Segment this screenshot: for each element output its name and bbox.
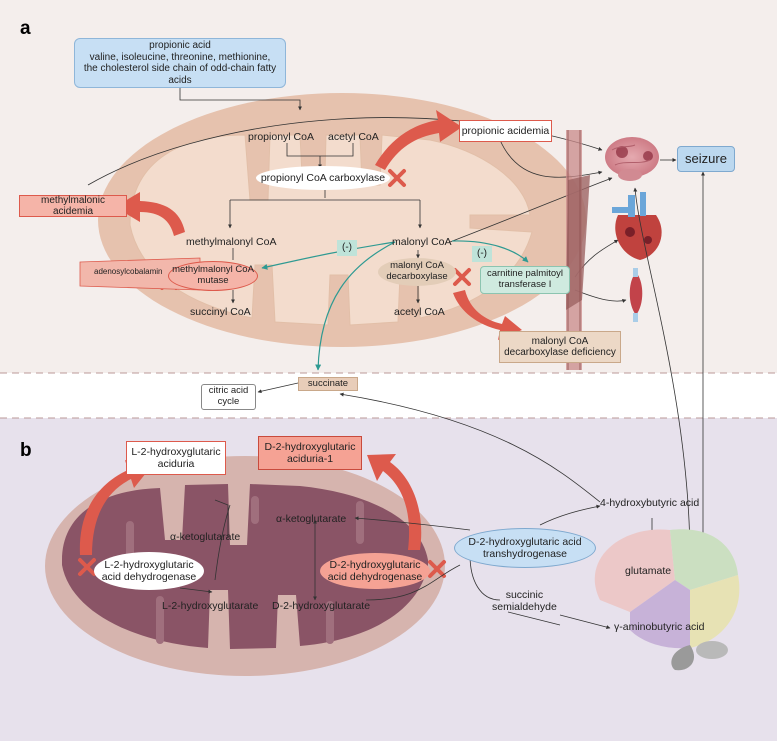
l2hga-box: L-2-hydroxyglutaric aciduria — [126, 441, 226, 475]
d2hg-dehydrogenase-enzyme: D-2-hydroxyglutaric acid dehydrogenase — [320, 553, 430, 589]
gaba-label: γ-aminobutyric acid — [614, 621, 705, 633]
brain-lobes-icon — [594, 529, 740, 671]
malonyl-coa-decarboxylase-enzyme: malonyl CoA decarboxylase — [378, 258, 456, 286]
d2hg-transhydrogenase-enzyme: D-2-hydroxyglutaric acid transhydrogenas… — [454, 528, 596, 568]
cac-line-1: citric acid — [208, 385, 249, 397]
acetyl-coa-top-label: acetyl CoA — [328, 131, 379, 143]
d2hga-line-2: aciduria-1 — [286, 453, 334, 465]
d2hga-box: D-2-hydroxyglutaric aciduria-1 — [258, 436, 362, 470]
l2hga-line-1: L-2-hydroxyglutaric — [131, 445, 221, 458]
mcd-def-line-1: malonyl CoA — [531, 335, 589, 347]
propionyl-coa-carboxylase-enzyme: propionyl CoA carboxylase — [256, 166, 390, 190]
propionyl-coa-label: propionyl CoA — [248, 131, 314, 143]
glutamate-label: glutamate — [625, 565, 672, 577]
l2hg-dehydrogenase-enzyme: L-2-hydroxyglutaric acid dehydrogenase — [94, 552, 204, 590]
methylmalonic-acidemia-box: methylmalonic acidemia — [19, 195, 127, 217]
d2hg-label: D-2-hydroxyglutarate — [272, 600, 371, 612]
l2hg-dh-line-1: L-2-hydroxyglutaric — [104, 558, 194, 571]
adenosylcobalamin-label: adenosylcobalamin — [94, 267, 163, 276]
blood-vessel-icon — [566, 130, 590, 370]
muscle-icon — [629, 268, 643, 322]
source-line-2: the cholesterol side chain of odd-chain … — [83, 63, 277, 86]
source-title: propionic acid — [149, 40, 211, 51]
disease-arrows-a — [115, 110, 522, 340]
malonyl-coa-label: malonyl CoA — [392, 236, 452, 248]
succinate-box: succinate — [298, 377, 358, 391]
mutase-line-2: mutase — [197, 275, 229, 286]
mitochondrion-b — [45, 456, 445, 676]
d2hga-line-1: D-2-hydroxyglutaric — [264, 440, 356, 453]
heart-icon — [612, 192, 662, 260]
inhibition-badge-left: (-) — [337, 240, 357, 256]
seizure-box: seizure — [677, 146, 735, 172]
mcd-line-2: decarboxylase — [386, 271, 448, 282]
mcd-line-1: malonyl CoA — [390, 260, 444, 272]
l2hga-line-2: aciduria — [157, 458, 195, 470]
hydroxybutyric-acid-label: 4-hydroxybutyric acid — [600, 497, 700, 509]
l2hg-dh-line-2: acid dehydrogenase — [101, 571, 197, 583]
cac-line-2: cycle — [217, 396, 240, 407]
acetyl-coa-bottom-label: acetyl CoA — [394, 306, 445, 318]
cpt1-line-2: transferase I — [498, 279, 552, 290]
transhydrogenase-line-1: D-2-hydroxyglutaric acid — [468, 535, 582, 548]
methylmalonyl-coa-mutase-enzyme: methylmalonyl CoA mutase — [168, 261, 258, 291]
succinyl-coa-label: succinyl CoA — [190, 306, 251, 318]
methylmalonyl-coa-label: methylmalonyl CoA — [186, 236, 277, 248]
ssa-line-1: succinic — [505, 589, 544, 601]
cpt1-line-1: carnitine palmitoyl — [486, 268, 564, 280]
akg-left-label: α-ketoglutarate — [170, 531, 241, 543]
mcd-deficiency-box: malonyl CoA decarboxylase deficiency — [499, 331, 621, 363]
ssa-label: succinic semialdehyde — [492, 589, 557, 613]
cross-mark-icon — [78, 169, 471, 578]
cpt1-box: carnitine palmitoyl transferase I — [480, 266, 570, 294]
mutase-line-1: methylmalonyl CoA — [172, 264, 254, 276]
ssa-line-2: semialdehyde — [492, 601, 557, 614]
propionic-acidemia-box: propionic acidemia — [459, 120, 552, 142]
citric-acid-cycle-box: citric acid cycle — [201, 384, 256, 410]
panel-label-a: a — [20, 18, 31, 39]
inhibition-badge-right: (-) — [472, 246, 492, 262]
d2hg-dh-line-2: acid dehydrogenase — [327, 571, 423, 583]
l2hg-label: L-2-hydroxyglutarate — [162, 600, 259, 612]
mcd-def-line-2: decarboxylase deficiency — [504, 347, 616, 358]
panel-label-b: b — [20, 440, 32, 461]
propionic-acid-source-box: propionic acid valine, isoleucine, threo… — [74, 38, 286, 88]
d2hg-dh-line-1: D-2-hydroxyglutaric — [329, 558, 421, 571]
source-line-1: valine, isoleucine, threonine, methionin… — [89, 51, 271, 63]
transhydrogenase-line-2: transhydrogenase — [482, 548, 568, 560]
brain-icon — [605, 137, 659, 181]
akg-right-label: α-ketoglutarate — [276, 513, 347, 525]
